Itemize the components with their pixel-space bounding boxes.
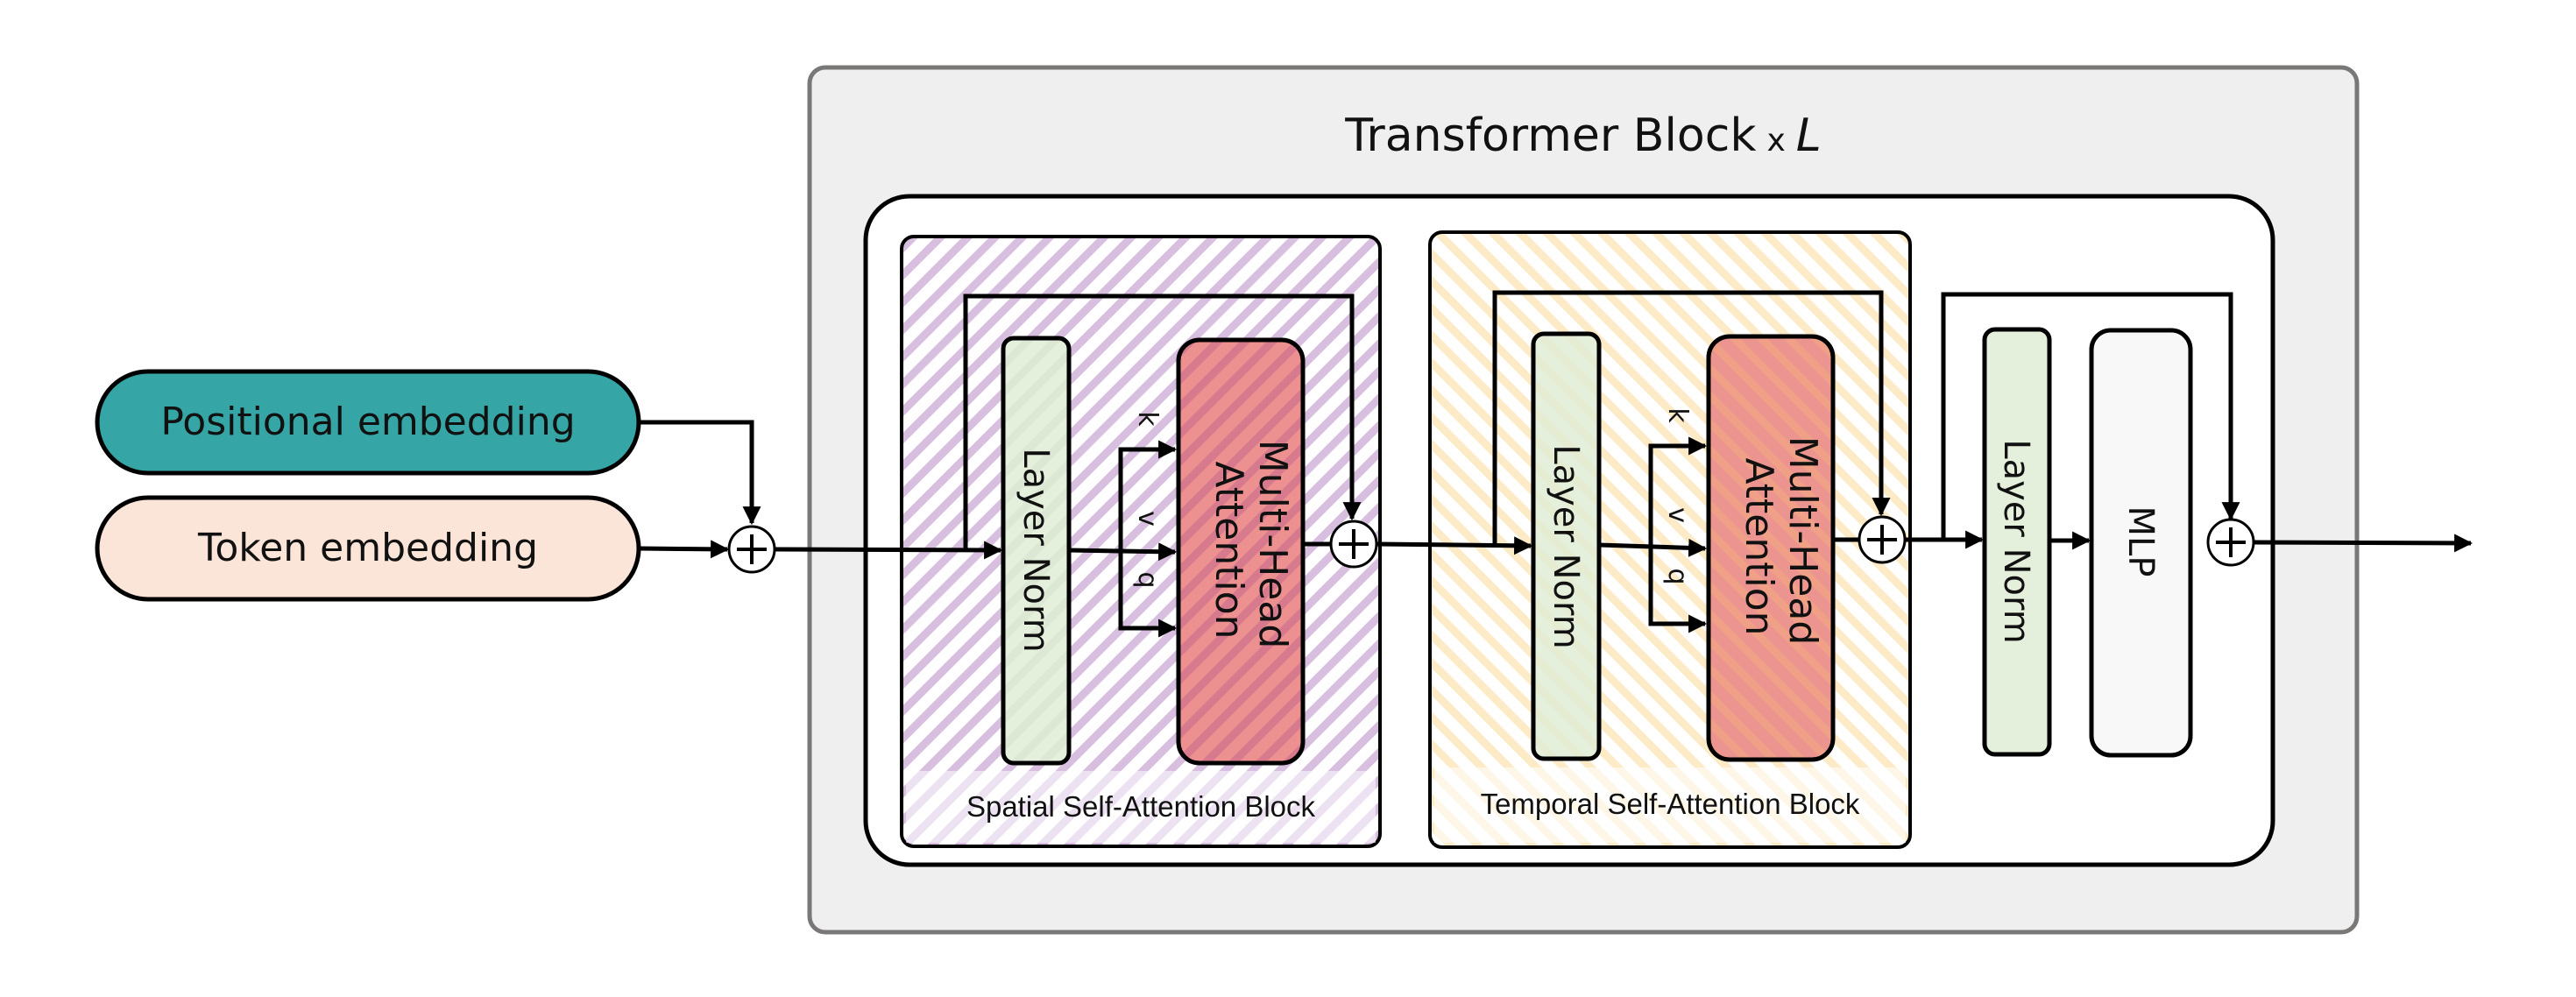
spatial-layer-norm-label: Layer Norm (1016, 448, 1056, 652)
temporal-multi-head-attention[interactable] (1706, 334, 1836, 762)
spatial-skip-connection (963, 293, 1362, 549)
temporal-k-label: k (1662, 407, 1693, 423)
temporal-skip-connection (1492, 290, 1891, 545)
temporal-self-attention-block: Temporal Self-Attention Block Layer Norm… (1428, 230, 1912, 849)
mlp-layer-norm-label: Layer Norm (1996, 439, 2036, 643)
temporal-q-label: q (1662, 568, 1693, 584)
line-embed-to-spatial (774, 541, 1003, 560)
add-operator-embed (727, 525, 776, 574)
temporal-layer-norm-label: Layer Norm (1546, 444, 1586, 648)
spatial-q-label: q (1132, 571, 1163, 588)
mlp-skip-connection (1941, 292, 2240, 540)
connections (638, 290, 2473, 638)
output-arrow (2253, 534, 2473, 553)
spatial-self-attention-block: Spatial Self-Attention Block Layer Norm … (900, 235, 1382, 848)
spatial-k-label: k (1132, 411, 1163, 427)
mlp-box[interactable] (2089, 328, 2193, 758)
mlp-section: Layer Norm MLP (1982, 327, 2193, 758)
positional-embedding-label: Positional embedding (160, 400, 575, 444)
line-spatial-to-temporal (1376, 536, 1533, 555)
add-operator-mlp (2206, 518, 2255, 567)
add-operator-spatial (1329, 520, 1378, 569)
temporal-v-label: v (1662, 507, 1693, 523)
spatial-attention-label: Multi-Head Attention (1207, 440, 1295, 661)
add-operator-temporal (1858, 515, 1907, 564)
arrow-token-to-add (638, 540, 730, 559)
spatial-multi-head-attention[interactable] (1176, 337, 1306, 766)
spatial-v-label: v (1132, 511, 1163, 527)
temporal-block-caption: Temporal Self-Attention Block (1481, 788, 1860, 820)
spatial-block-caption: Spatial Self-Attention Block (966, 790, 1316, 823)
arrow-positional-to-add (639, 420, 761, 526)
token-embedding-label: Token embedding (197, 526, 538, 570)
mlp-label: MLP (2120, 506, 2161, 577)
temporal-attention-label: Multi-Head Attention (1737, 436, 1825, 657)
